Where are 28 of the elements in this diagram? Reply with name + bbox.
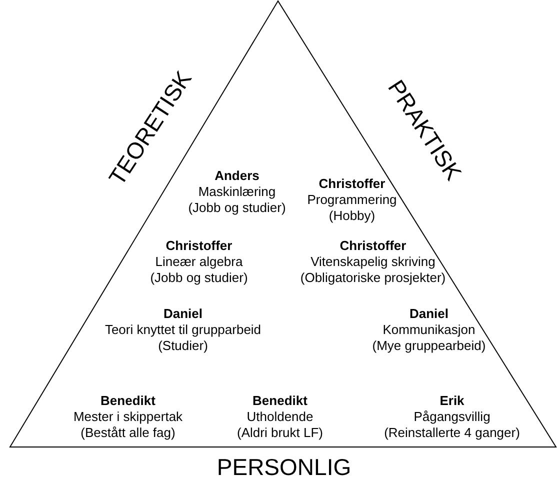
person-name: Christoffer [340,238,406,254]
person-name: Benedikt [100,393,156,409]
reason-text: (Bestått alle fag) [80,425,176,441]
skill-text: Lineær algebra [155,254,243,270]
reason-text: (Jobb og studier) [188,200,286,216]
reason-text: (Aldri brukt LF) [237,425,323,441]
reason-text: (Studier) [158,338,208,354]
reason-text: (Obligatoriske prosjekter) [300,270,446,286]
skill-text: Kommunikasjon [382,322,476,338]
skill-text: Vitenskapelig skriving [310,254,436,270]
person-name: Daniel [410,306,448,322]
reason-text: (Jobb og studier) [150,270,248,286]
person-name: Benedikt [252,393,308,409]
skill-text: Programmering [307,192,397,208]
reason-text: (Reinstallerte 4 ganger) [384,425,520,441]
person-name: Christoffer [318,176,386,192]
skill-text: Maskinlæring [198,184,276,200]
person-name: Christoffer [166,238,232,254]
person-name: Anders [214,168,260,184]
reason-text: (Hobby) [328,208,376,224]
base-label: PERSONLIG [216,454,352,480]
person-name: Erik [440,393,464,409]
skill-text: Pågangsvillig [414,409,490,425]
skill-text: Mester i skippertak [73,409,183,425]
reason-text: (Mye gruppearbeid) [372,338,486,354]
skill-text: Teori knyttet til grupparbeid [104,322,262,338]
skill-text: Utholdende [246,409,314,425]
person-name: Daniel [164,306,202,322]
